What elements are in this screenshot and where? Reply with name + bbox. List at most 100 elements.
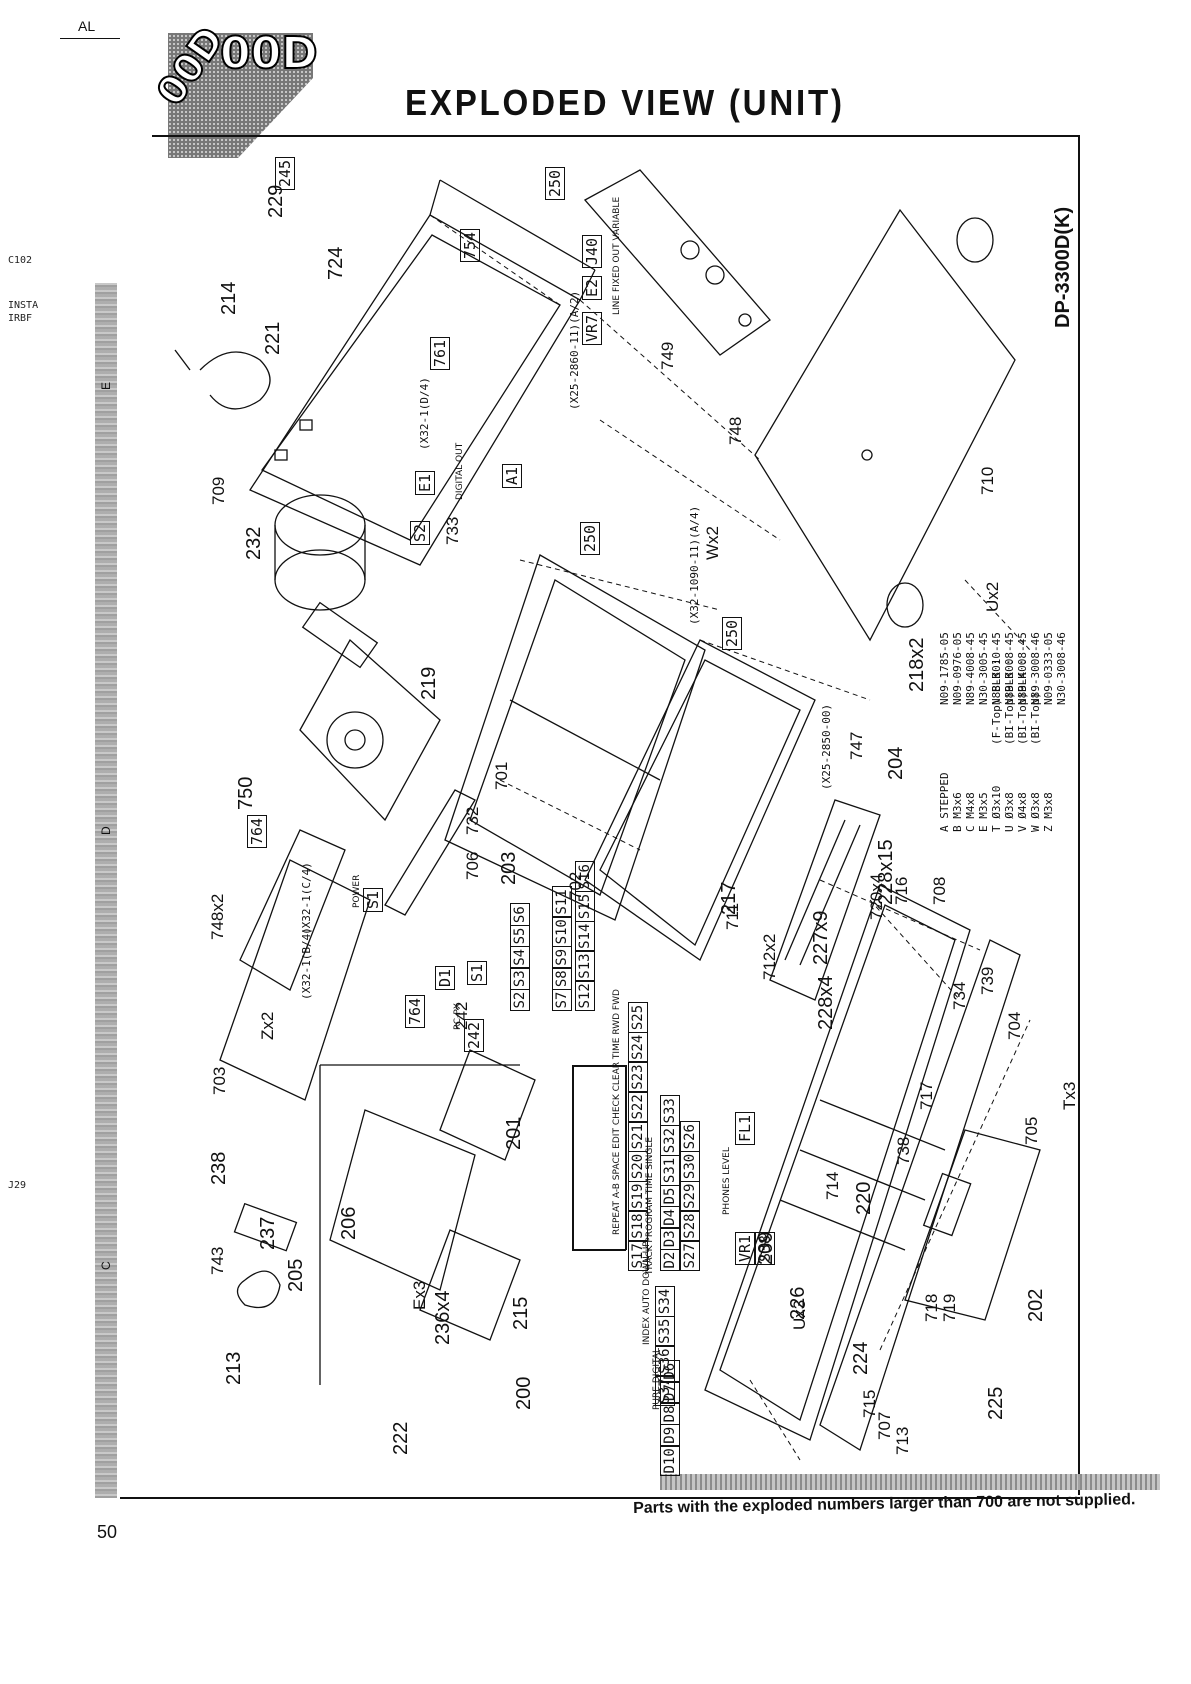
part-label: 206: [338, 1206, 360, 1240]
switch-label: S35: [655, 1315, 675, 1347]
boxed-label: VR7: [582, 311, 602, 345]
part-label: 237: [257, 1216, 279, 1250]
part-label: 708: [930, 876, 949, 905]
model-badge: 00D 00D: [147, 18, 328, 168]
bottom-shaded-strip: [660, 1474, 1160, 1490]
pcb-board: [769, 799, 881, 1001]
legend-part: N88-3010-45: [990, 632, 1003, 705]
part-label: Tx3: [1060, 1081, 1079, 1110]
legend-screw: B M3x6: [951, 792, 964, 832]
switch-label: S30: [680, 1150, 700, 1183]
boxed-label: A1: [502, 463, 522, 488]
boxed-label: D1: [435, 965, 455, 990]
power-cord: [174, 349, 271, 410]
margin-note: C102: [8, 255, 33, 266]
part-label: 711: [723, 902, 742, 930]
margin-note: J29: [8, 1180, 27, 1191]
corner-label: AL: [78, 18, 96, 34]
part-label: 205: [285, 1258, 307, 1292]
connector-label: (X32-1(D/4): [418, 377, 431, 450]
part-label: 720x4: [867, 873, 886, 920]
part-label: 218x2: [906, 637, 928, 693]
remote-pcb: [329, 1049, 536, 1341]
switch-label: S12: [575, 980, 595, 1012]
boxed-label: VR1: [735, 1231, 755, 1265]
boxed-label: 764: [405, 994, 425, 1028]
part-label: 202: [1025, 1288, 1047, 1322]
legend-part: N89-4008-45: [1016, 632, 1029, 705]
switch-label: S28: [680, 1210, 700, 1242]
part-label: 716: [892, 876, 911, 905]
cabinet-panel: [249, 179, 596, 566]
switch-caption: DIGITAL OUT: [455, 442, 465, 500]
switch-label: D8: [660, 1402, 680, 1426]
part-label: 748: [726, 416, 745, 445]
boxed-label: S1: [467, 960, 487, 985]
corner-rule: [60, 38, 120, 39]
left-side-bracket: [219, 829, 371, 1101]
part-label: 732: [463, 806, 482, 835]
part-label: Wx2: [703, 526, 722, 560]
connector-label: (X25-2850-00): [820, 703, 833, 790]
display-box: [384, 789, 476, 916]
switch-label: S5: [510, 924, 530, 948]
front-subchassis: [584, 639, 816, 961]
switch-label: S4: [510, 945, 530, 969]
switch-label: D2: [660, 1248, 680, 1272]
margin-note: INSTA: [8, 300, 39, 311]
left-shaded-strip: [95, 283, 117, 1498]
part-label: Ex3: [410, 1280, 429, 1310]
switch-row-3: S12 S13 S14 S15 S16: [575, 861, 595, 1012]
part-label: 215: [510, 1296, 532, 1330]
switch-caption: INDEX AUTO DOWN UP: [642, 1241, 652, 1345]
part-label: 749: [658, 341, 677, 370]
legend-screw: A STEPPED: [938, 772, 951, 832]
switch-label: S6: [510, 903, 530, 927]
switch-label: D7: [660, 1381, 680, 1404]
part-label: 724: [325, 246, 347, 280]
switch-label: D10: [660, 1445, 680, 1477]
fl1-box-right: [625, 1065, 627, 1250]
badge-text-top: 00D: [219, 27, 319, 80]
part-label: 748x2: [208, 893, 227, 940]
boxed-label: 761: [430, 336, 450, 370]
part-label: 701: [492, 761, 511, 790]
chassis-frame: [444, 554, 706, 921]
part-label: 228x4: [815, 975, 837, 1031]
boxed-label: S1: [363, 887, 383, 912]
switch-label: D4: [660, 1205, 680, 1229]
connector-label: (X32-1(C/4): [300, 862, 313, 935]
boxed-label: 245: [275, 156, 295, 190]
switch-label: S2: [510, 988, 530, 1012]
legend-part: N89-3008-46: [1029, 632, 1042, 705]
strip-letter: D: [99, 826, 113, 835]
legend-screw: Z M3x8: [1042, 792, 1055, 832]
switch-label: S27: [680, 1240, 700, 1272]
switch-caption: POWER: [352, 874, 362, 908]
switch-caption: PURE DIGITAL: [652, 1348, 662, 1410]
badge-shape: [168, 33, 313, 158]
model-number: DP-3300D(K): [1052, 206, 1074, 328]
switch-row-8: D10 D9 D8 D7 D6: [660, 1359, 680, 1477]
part-label: 706: [463, 851, 482, 880]
switch-caption: LINE FIXED OUT VARIABLE: [612, 196, 622, 315]
switch-label: S7: [552, 988, 572, 1012]
switch-label: S9: [552, 945, 572, 969]
fl1-box-left: [572, 1065, 574, 1250]
legend-screw: C M4x8: [964, 792, 977, 832]
part-label: 717: [917, 1081, 936, 1110]
switch-label: D6: [660, 1359, 680, 1383]
switch-label: S3: [510, 967, 530, 991]
legend-screw: W Ø3x8: [1029, 792, 1042, 832]
switch-row-1: S7 S8 S9 S10 S11: [552, 886, 572, 1012]
boxed-label: 754: [460, 228, 480, 262]
legend-part: N89-3008-45: [1003, 632, 1016, 705]
boxed-label: 250: [722, 616, 742, 650]
legend-part: N30-3008-46: [1055, 632, 1068, 705]
switch-row-6: S27 S28 S29 S30 S26: [680, 1121, 700, 1272]
part-label: 220: [853, 1181, 875, 1215]
part-label: 710: [978, 466, 997, 495]
part-label: 221: [262, 321, 284, 355]
boxed-label: 250: [545, 166, 565, 200]
connector-label: (X32-1090-11)(A/4): [688, 505, 701, 625]
